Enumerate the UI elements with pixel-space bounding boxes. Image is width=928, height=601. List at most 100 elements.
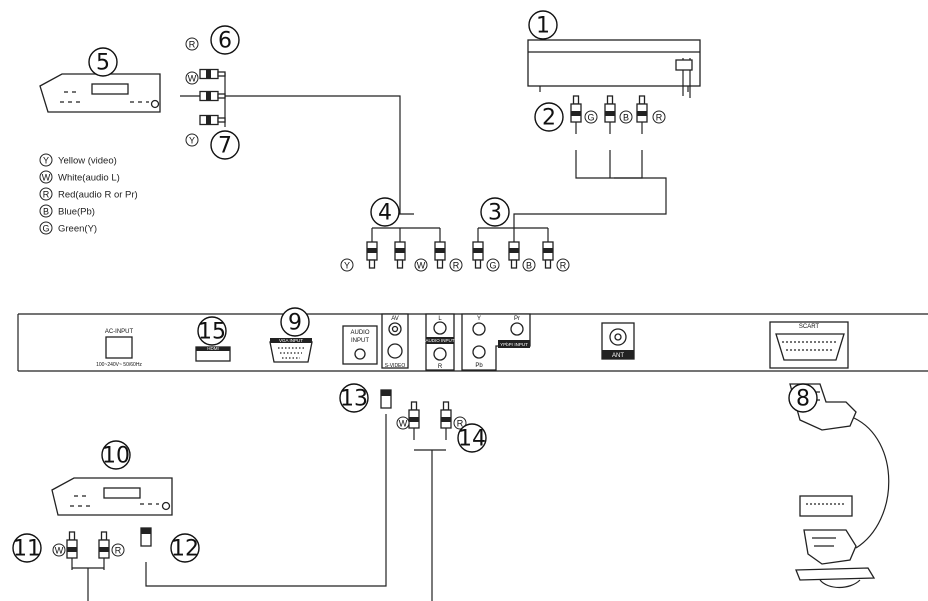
plug-letter: W	[417, 261, 426, 271]
audio-group-label: AUDIO INPUT	[425, 338, 454, 343]
callout-number: 9	[288, 311, 302, 336]
scart-label: SCART	[799, 324, 820, 330]
callout-7: 7	[210, 130, 240, 160]
legend-item: G Green(Y)	[39, 221, 97, 235]
callout-13: 13	[339, 383, 369, 413]
wires	[72, 73, 667, 601]
rca-plug	[508, 228, 520, 269]
plug-letter: R	[453, 261, 460, 271]
legend-text: Yellow (video)	[58, 156, 117, 167]
callout-number: 4	[378, 201, 392, 226]
callout-number: 12	[171, 537, 199, 562]
callout-3: 3	[480, 197, 510, 227]
legend-letter: W	[42, 173, 51, 183]
rca-plug	[199, 90, 226, 102]
rca-plug	[434, 228, 446, 269]
audio-input-label-1: AUDIO	[350, 330, 369, 336]
plug-letter-badges: G B R Y W R G B R R W Y W R W R	[52, 37, 666, 557]
audio-r-jack	[433, 347, 447, 361]
callout-10: 10	[101, 440, 131, 470]
callout-9: 9	[280, 307, 310, 337]
legend-text: White(audio L)	[58, 173, 120, 184]
audio-r-label: R	[438, 364, 443, 370]
plug-letter: W	[55, 546, 64, 556]
ypbpr-label: YPbPr INPUT	[500, 342, 528, 347]
callout-1: 1	[528, 10, 558, 40]
legend-item: B Blue(Pb)	[39, 204, 95, 218]
callout-4: 4	[370, 197, 400, 227]
rca-plugs	[66, 68, 648, 570]
plug-letter: R	[457, 419, 464, 429]
rca-plug	[472, 228, 484, 269]
legend-letter: R	[43, 190, 50, 200]
legend-letter: G	[42, 224, 49, 234]
plug-letter: W	[399, 419, 408, 429]
comp-y-label: Y	[477, 316, 481, 322]
legend-item: W White(audio L)	[39, 170, 120, 184]
av-label: AV	[391, 316, 399, 322]
scart-cable	[789, 383, 890, 589]
rca-plug	[636, 95, 648, 134]
plug-letter-badge: W	[414, 258, 428, 272]
callout-number: 3	[488, 201, 502, 226]
callout-6: 6	[210, 25, 240, 55]
plug-letter: Y	[344, 261, 350, 271]
dvd-player-top	[39, 73, 161, 113]
s-video-plug	[380, 389, 392, 409]
av-svideo-box	[381, 313, 409, 369]
legend-letter: B	[43, 207, 49, 217]
tv-rear-panel: AC-INPUT 100~240V~ 50/60Hz HDMI VGA INPU…	[17, 313, 928, 372]
plug-letter-badge: Y	[340, 258, 354, 272]
callout-number: 11	[13, 537, 41, 562]
callout-number: 1	[536, 14, 550, 39]
callout-number: 14	[458, 427, 486, 452]
plug-letter-badge: G	[584, 110, 598, 124]
plug-letter: G	[489, 261, 496, 271]
plug-letter-badge: W	[52, 543, 66, 557]
plug-letter-badge: B	[619, 110, 633, 124]
dvd-player-bottom	[51, 477, 173, 516]
plug-letter-badge: R	[652, 110, 666, 124]
callout-number: 13	[340, 387, 368, 412]
plug-letter: R	[560, 261, 567, 271]
s-video-plug	[140, 527, 152, 547]
legend-text: Blue(Pb)	[58, 207, 95, 218]
ac-rating-label: 100~240V~ 50/60Hz	[96, 362, 142, 368]
audio-input-label-2: INPUT	[351, 338, 369, 344]
plug-letter: B	[623, 113, 629, 123]
plug-letter-badge: W	[396, 416, 410, 430]
rca-plug	[199, 68, 226, 80]
plug-letter: R	[656, 113, 663, 123]
callout-11: 11	[12, 533, 42, 563]
plug-letter-badge: R	[111, 543, 125, 557]
plug-letter-badge: B	[522, 258, 536, 272]
rca-plug	[542, 228, 554, 269]
legend-text: Green(Y)	[58, 224, 97, 235]
callout-2: 2	[534, 102, 564, 132]
comp-y-jack	[472, 322, 486, 336]
plug-letter: R	[115, 546, 122, 556]
comp-pb-jack	[472, 345, 486, 359]
rca-plug	[440, 401, 452, 440]
plug-letter-badge: W	[185, 71, 199, 85]
audio-l-jack	[433, 321, 447, 335]
plug-letter-badge: R	[453, 416, 467, 430]
scart-port	[775, 333, 845, 361]
plug-letter-badge: G	[486, 258, 500, 272]
callout-15: 15	[197, 316, 227, 346]
plug-letter-badge: R	[556, 258, 570, 272]
legend-letter: Y	[43, 156, 49, 166]
callout-number: 15	[198, 320, 226, 345]
callout-number: 10	[102, 444, 130, 469]
comp-pr-jack	[510, 322, 524, 336]
rca-plug	[394, 228, 406, 269]
rca-plug	[604, 95, 616, 134]
legend-item: Y Yellow (video)	[39, 153, 117, 167]
callout-14: 14	[457, 423, 487, 453]
rca-plug	[199, 114, 226, 126]
ac-input-port	[105, 336, 133, 359]
rca-plug	[98, 531, 110, 570]
plug-letter: G	[587, 113, 594, 123]
